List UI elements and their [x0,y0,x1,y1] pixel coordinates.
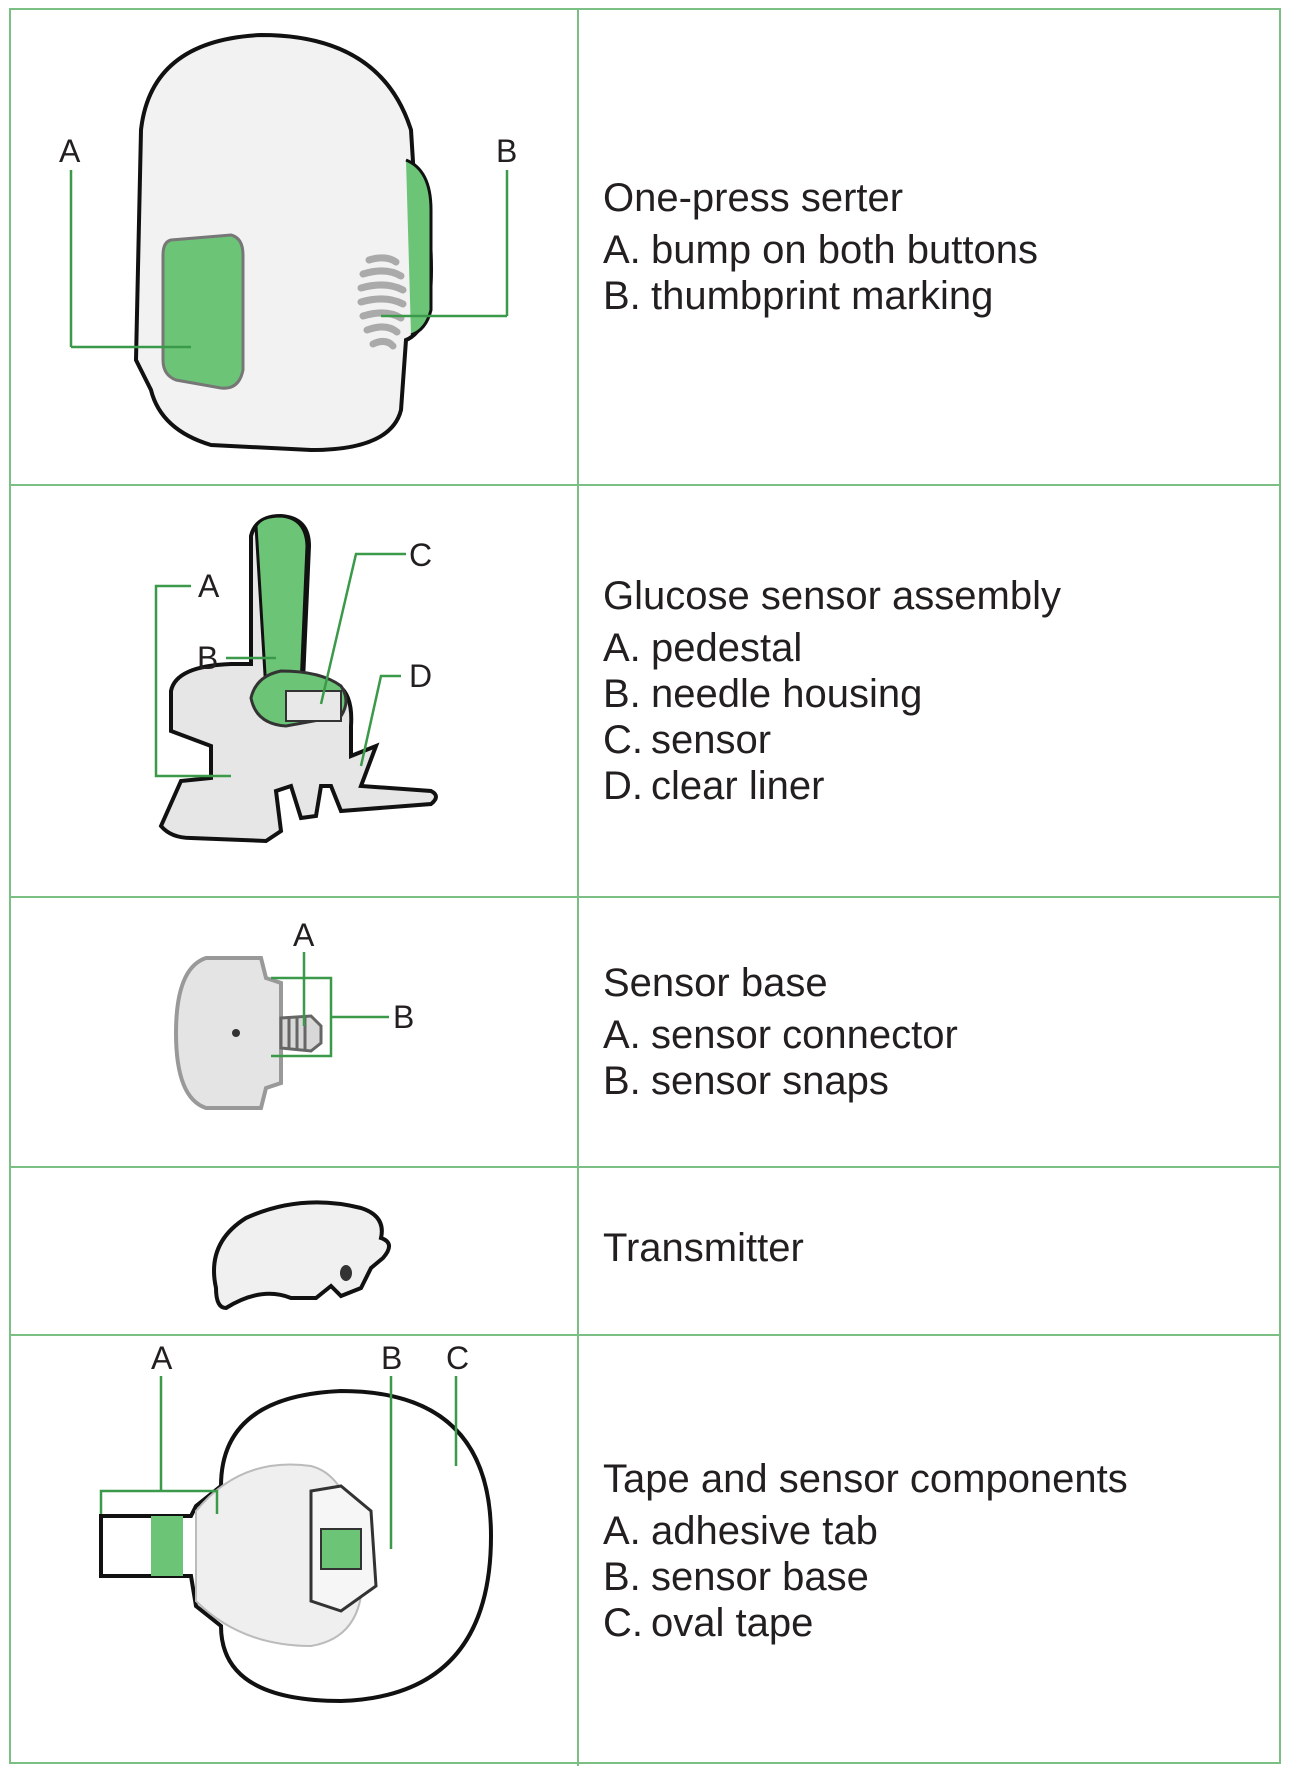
callout-c: C [446,1340,469,1376]
list-item: A.sensor connector [603,1012,1279,1058]
list-item: B.needle housing [603,671,1279,717]
item-text: pedestal [651,626,803,670]
sensor-assembly-illustration: A B C D [154,513,438,844]
item-letter: D. [603,764,643,808]
components-table: A B One-press serter A.bump on both butt… [9,8,1281,1766]
item-letter: B. [603,1555,641,1599]
list-item: A.pedestal [603,625,1279,671]
item-letter: A. [603,1509,641,1553]
item-text: bump on both buttons [651,228,1038,272]
item-letter: B. [603,274,641,318]
transmitter-description: Transmitter [581,1168,1279,1334]
row-title: Sensor base [603,961,828,1005]
tape-illustration-cell: A B C [11,1336,579,1766]
tape-illustration: A B C [99,1340,494,1704]
table-row-transmitter: Transmitter [11,1166,1279,1334]
item-letter: A. [603,1013,641,1057]
item-text: clear liner [651,764,825,808]
item-text: sensor [651,718,772,762]
transmitter-illustration-cell [11,1168,579,1334]
list-item: B.sensor base [603,1554,1279,1600]
sensor-assembly-illustration-cell: A B C D [11,486,579,896]
table-row-sensor-base: A B Sensor base A.sensor connector B.sen… [11,896,1279,1166]
item-text: oval tape [651,1601,814,1645]
item-letter: A. [603,228,641,272]
tape-description: Tape and sensor components A.adhesive ta… [581,1336,1279,1766]
serter-illustration: A B [59,32,517,453]
list-item: A.bump on both buttons [603,227,1279,273]
list-item: B.thumbprint marking [603,273,1279,319]
thumbprint-icon [357,254,407,350]
list-item: C.sensor [603,717,1279,763]
callout-c: C [409,537,432,573]
item-text: sensor snaps [651,1059,889,1103]
item-letter: B. [603,1059,641,1103]
item-text: adhesive tab [651,1509,878,1553]
item-letter: A. [603,626,641,670]
list-item: B.sensor snaps [603,1058,1279,1104]
callout-d: D [409,658,432,694]
table-row-tape-and-sensor: A B C Tape and sensor components A.adhes… [11,1334,1279,1766]
sensor-base-illustration-cell: A B [11,898,579,1166]
list-item: C.oval tape [603,1600,1279,1646]
item-text: thumbprint marking [651,274,994,318]
table-row-one-press-serter: A B One-press serter A.bump on both butt… [11,10,1279,484]
item-letter: B. [603,672,641,716]
callout-b: B [381,1340,402,1376]
row-title: One-press serter [603,176,904,220]
callout-b: B [197,640,218,676]
callout-b: B [393,999,414,1035]
callout-a: A [293,917,315,953]
table-row-glucose-sensor-assembly: A B C D Glucose sensor assembly A.pedest… [11,484,1279,896]
sensor-assembly-description: Glucose sensor assembly A.pedestal B.nee… [581,486,1279,896]
row-title: Glucose sensor assembly [603,574,1061,618]
transmitter-illustration [212,1200,391,1311]
list-item: A.adhesive tab [603,1508,1279,1554]
sensor-base-description: Sensor base A.sensor connector B.sensor … [581,898,1279,1166]
callout-a: A [198,568,220,604]
serter-illustration-cell: A B [11,10,579,484]
item-text: sensor base [651,1555,869,1599]
serter-description: One-press serter A.bump on both buttons … [581,10,1279,484]
item-text: sensor connector [651,1013,958,1057]
item-letter: C. [603,718,643,762]
sensor-base-illustration: A B [173,917,414,1110]
list-item: D.clear liner [603,763,1279,809]
item-text: needle housing [651,672,923,716]
callout-a: A [59,133,81,169]
row-title: Tape and sensor components [603,1457,1128,1501]
callout-b: B [496,133,517,169]
callout-a: A [151,1340,173,1376]
item-letter: C. [603,1601,643,1645]
row-title: Transmitter [603,1226,804,1270]
